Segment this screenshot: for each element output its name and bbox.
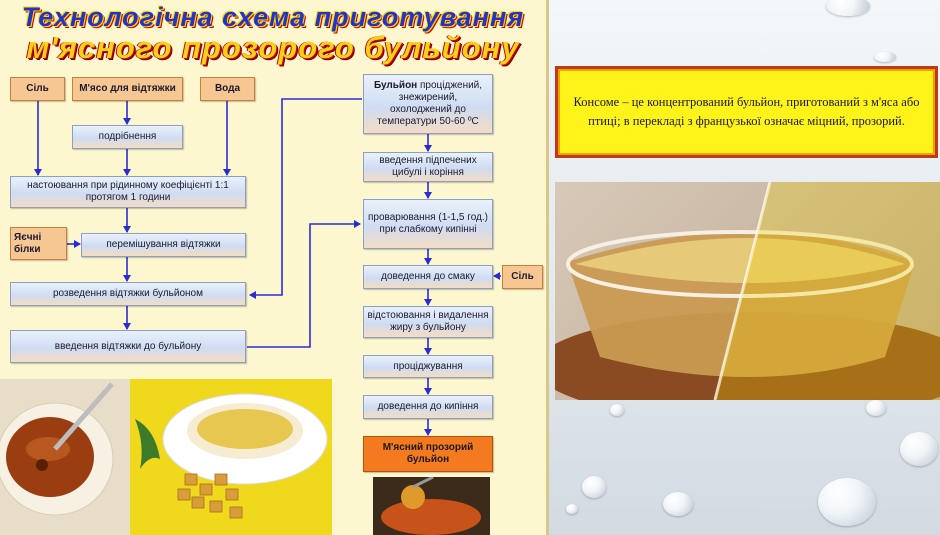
result-box: М'ясний прозорий бульйон bbox=[363, 436, 493, 472]
straining-box: проціджування bbox=[363, 355, 493, 378]
egg-whites-box: Яєчні білки bbox=[10, 227, 67, 260]
salt-box-top: Сіль bbox=[10, 77, 65, 101]
consomme-photo bbox=[555, 182, 940, 400]
water-drop bbox=[663, 492, 693, 516]
water-box: Вода bbox=[200, 77, 255, 101]
water-drop bbox=[826, 0, 870, 16]
boiling-box: проварювання (1-1,5 год.) при слабкому к… bbox=[363, 199, 493, 249]
broth-box: Бульйон проціджений, знежирений, охолодж… bbox=[363, 74, 493, 134]
final-boil-box: доведення до кипіння bbox=[363, 395, 493, 419]
soup-photo-2 bbox=[130, 379, 332, 535]
dilution-box: розведення відтяжки бульйоном bbox=[10, 282, 246, 306]
title-line-1: Технологічна схема приготування bbox=[21, 2, 525, 32]
water-drop bbox=[874, 52, 896, 62]
water-drop bbox=[610, 404, 624, 416]
panel-divider bbox=[546, 0, 549, 535]
consomme-definition: Консоме – це концентрований бульйон, при… bbox=[555, 66, 938, 158]
settling-box: відстоювання і видалення жиру з бульйону bbox=[363, 306, 493, 338]
chopping-box: подрібнення bbox=[72, 125, 183, 149]
soup-photo-1 bbox=[0, 379, 130, 535]
water-drop bbox=[582, 476, 606, 498]
water-drop bbox=[818, 478, 876, 526]
broth-label: Бульйон bbox=[373, 80, 418, 91]
title-line-2: м'ясного прозорого бульйону bbox=[26, 30, 520, 65]
introduction-box: введення відтяжки до бульйону bbox=[10, 330, 246, 363]
water-drop bbox=[900, 432, 938, 466]
soup-photo-3 bbox=[373, 477, 490, 535]
mixing-box: перемішування відтяжки bbox=[81, 233, 246, 257]
meat-box: М'ясо для відтяжки bbox=[72, 77, 183, 101]
infusion-box: настоювання при рідинному коефіцієнті 1:… bbox=[10, 176, 246, 208]
taste-box: доведення до смаку bbox=[363, 265, 493, 289]
salt-box-right: Сіль bbox=[502, 265, 543, 289]
broth-description: проціджений, знежирений, охолоджений до … bbox=[377, 80, 483, 127]
water-drop bbox=[566, 504, 578, 514]
onion-box: введення підпечених цибулі і коріння bbox=[363, 152, 493, 182]
flow-arrows bbox=[34, 98, 501, 436]
water-drop bbox=[866, 400, 886, 416]
